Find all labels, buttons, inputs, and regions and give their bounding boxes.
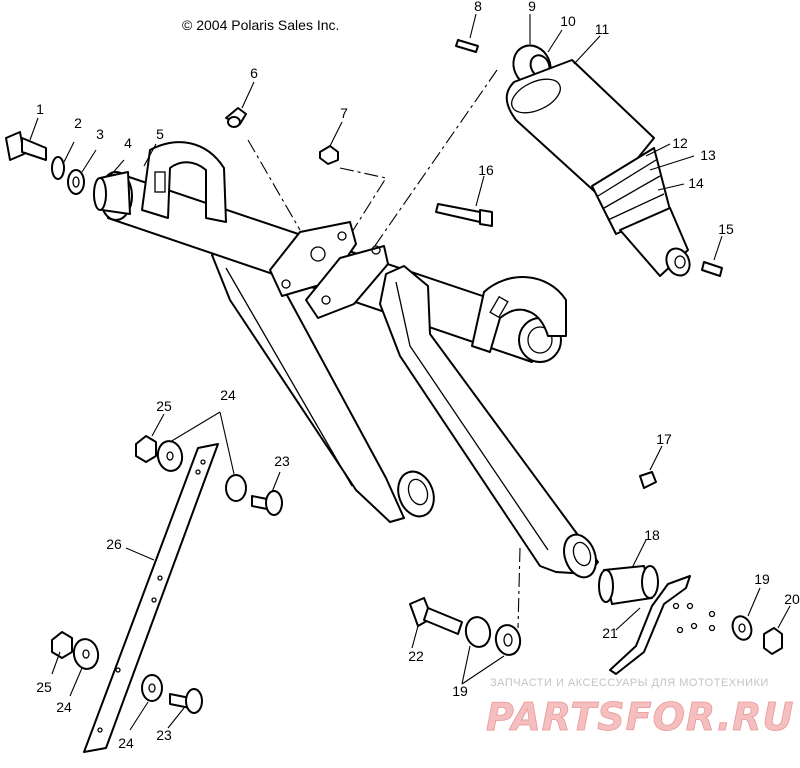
callout-4: 4 xyxy=(124,135,132,151)
callout-15: 15 xyxy=(718,221,734,237)
callout-7: 7 xyxy=(340,105,348,121)
callout-numbers: 1 2 3 4 5 6 7 8 9 10 11 12 13 14 15 16 1… xyxy=(36,0,800,751)
callout-26: 26 xyxy=(106,536,122,552)
callout-13: 13 xyxy=(700,147,716,163)
callout-2: 2 xyxy=(74,115,82,131)
callout-6: 6 xyxy=(250,65,258,81)
callout-12: 12 xyxy=(672,135,688,151)
callout-19-bottom: 19 xyxy=(452,683,468,699)
callout-24-left: 24 xyxy=(56,699,72,715)
callout-23-top: 23 xyxy=(274,453,290,469)
callout-23-bottom: 23 xyxy=(156,727,172,743)
callout-14: 14 xyxy=(688,175,704,191)
callout-22: 22 xyxy=(408,648,424,664)
callout-1: 1 xyxy=(36,101,44,117)
watermark-logo: PARTSFOR.RU xyxy=(486,695,794,739)
callout-21: 21 xyxy=(602,625,618,641)
front-arm-assembly xyxy=(93,141,567,523)
rear-arm xyxy=(379,265,599,579)
hardware-bottom-right xyxy=(409,565,783,675)
callout-5: 5 xyxy=(156,126,164,142)
callout-25-bottom: 25 xyxy=(36,679,52,695)
watermark: ЗАПЧАСТИ И АКСЕССУАРЫ ДЛЯ МОТОТЕХНИКИ PA… xyxy=(486,677,794,739)
callout-20: 20 xyxy=(784,591,800,607)
callout-18: 18 xyxy=(644,527,660,543)
hardware-top xyxy=(5,39,723,489)
copyright-text: © 2004 Polaris Sales Inc. xyxy=(182,17,339,33)
callout-16: 16 xyxy=(478,162,494,178)
center-lines xyxy=(247,69,521,629)
callout-11: 11 xyxy=(595,21,610,37)
shock-absorber xyxy=(505,44,691,277)
callout-24-top: 24 xyxy=(220,387,236,403)
callout-9: 9 xyxy=(528,0,536,14)
callout-19-right: 19 xyxy=(754,571,770,587)
leader-lines xyxy=(29,13,791,731)
callout-24-bottom: 24 xyxy=(118,735,134,751)
callout-8: 8 xyxy=(474,0,482,14)
callout-10: 10 xyxy=(560,13,576,29)
watermark-tagline: ЗАПЧАСТИ И АКСЕССУАРЫ ДЛЯ МОТОТЕХНИКИ xyxy=(490,677,769,689)
limiter-strap-assembly xyxy=(51,435,283,753)
callout-25-top: 25 xyxy=(156,398,172,414)
callout-3: 3 xyxy=(96,126,104,142)
callout-17: 17 xyxy=(656,431,672,447)
